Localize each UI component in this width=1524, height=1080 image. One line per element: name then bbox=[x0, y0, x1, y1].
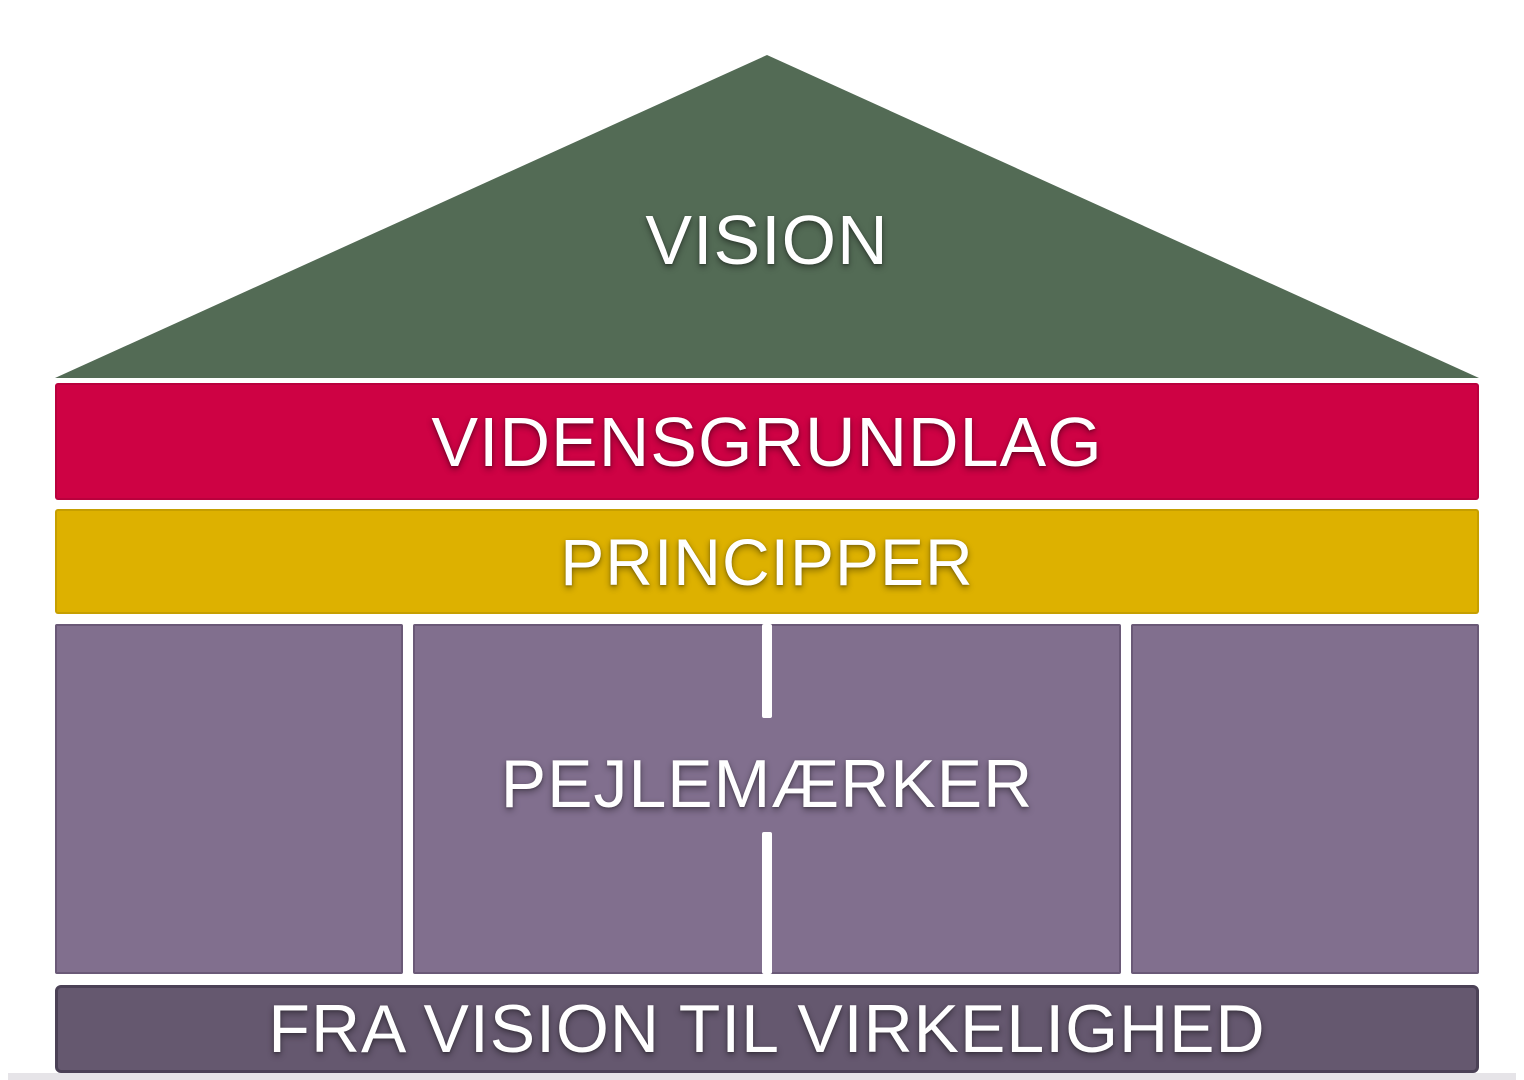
roof-vision: VISION bbox=[55, 55, 1479, 378]
base-bar-label: FRA VISION TIL VIRKELIGHED bbox=[268, 991, 1266, 1067]
band-principper-label: PRINCIPPER bbox=[560, 524, 974, 599]
pillar-1 bbox=[55, 624, 403, 974]
pillar-divider-bottom bbox=[762, 832, 772, 974]
band-vidensgrundlag: VIDENSGRUNDLAG bbox=[55, 383, 1479, 500]
band-principper: PRINCIPPER bbox=[55, 509, 1479, 614]
pillar-4 bbox=[1131, 624, 1480, 974]
pillars-label: PEJLEMÆRKER bbox=[500, 746, 1034, 822]
pillar-divider-top bbox=[762, 624, 772, 718]
roof-label: VISION bbox=[645, 201, 889, 279]
pillars-middle: PEJLEMÆRKER bbox=[412, 624, 1122, 974]
bottom-shadow-strip bbox=[8, 1073, 1516, 1080]
pillars-row: PEJLEMÆRKER bbox=[55, 624, 1480, 974]
band-vidensgrundlag-label: VIDENSGRUNDLAG bbox=[431, 402, 1103, 481]
base-bar: FRA VISION TIL VIRKELIGHED bbox=[55, 985, 1479, 1073]
